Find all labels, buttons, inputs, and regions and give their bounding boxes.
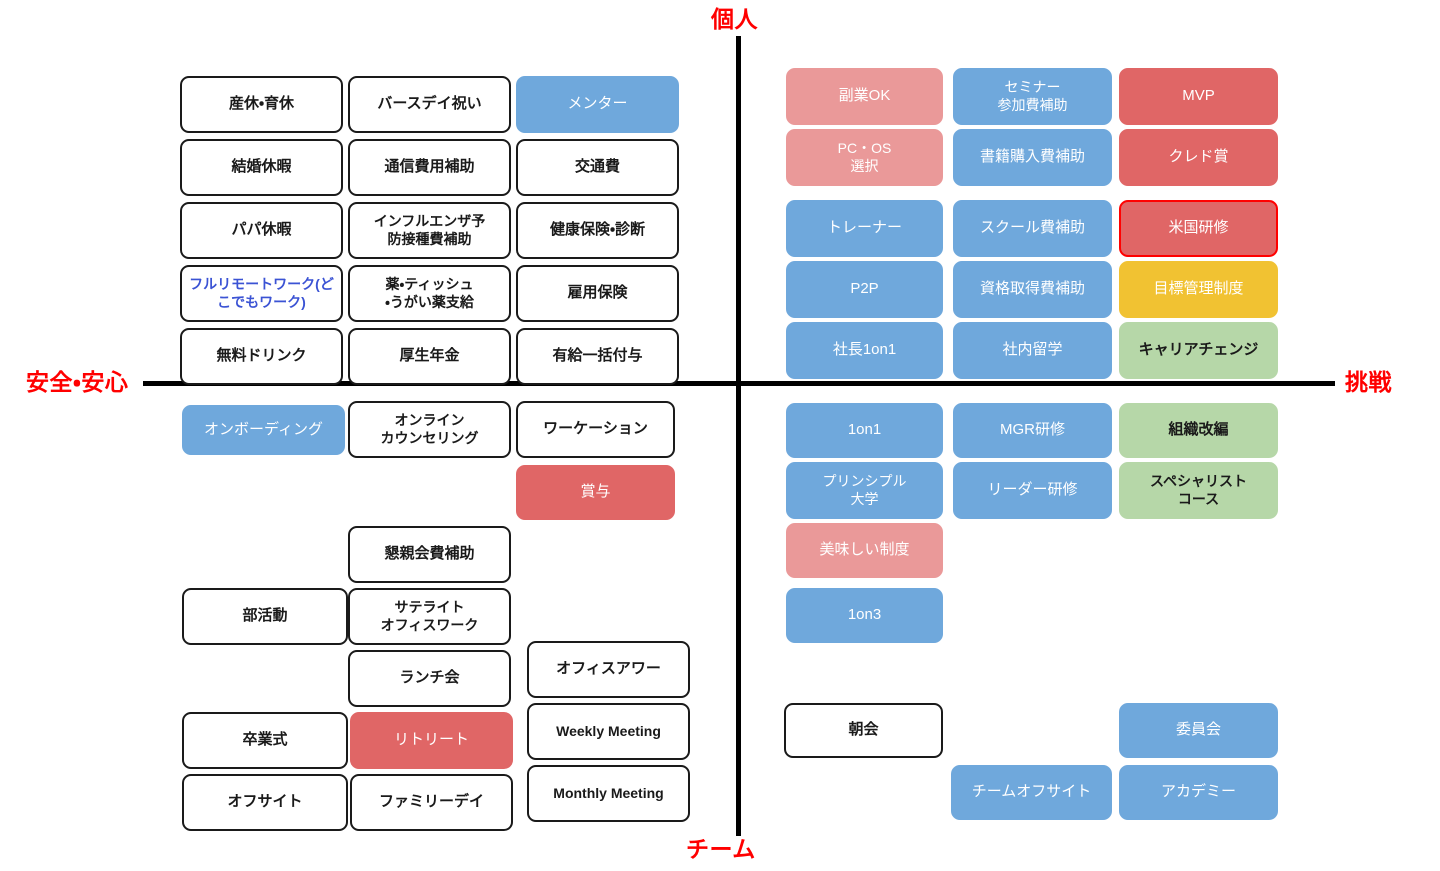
program-card[interactable]: 目標管理制度 (1119, 261, 1278, 318)
program-card[interactable]: 結婚休暇 (180, 139, 343, 196)
program-card[interactable]: フルリモートワーク(ど こでもワーク) (180, 265, 343, 322)
program-card[interactable]: オフサイト (182, 774, 348, 831)
program-card[interactable]: 有給一括付与 (516, 328, 679, 385)
program-card[interactable]: 委員会 (1119, 703, 1278, 758)
program-card[interactable]: 交通費 (516, 139, 679, 196)
axis-label-left: 安全・安心 (26, 369, 129, 395)
program-card[interactable]: 美味しい制度 (786, 523, 943, 578)
program-card[interactable]: 賞与 (516, 465, 675, 520)
program-card[interactable]: オフィスアワー (527, 641, 690, 698)
program-card[interactable]: リーダー研修 (953, 462, 1112, 519)
program-card[interactable]: ワーケーション (516, 401, 675, 458)
axis-label-right: 挑戦 (1345, 369, 1392, 395)
program-card[interactable]: 副業OK (786, 68, 943, 125)
program-card[interactable]: 厚生年金 (348, 328, 511, 385)
program-card[interactable]: 無料ドリンク (180, 328, 343, 385)
program-card[interactable]: オンライン カウンセリング (348, 401, 511, 458)
program-card[interactable]: 卒業式 (182, 712, 348, 769)
program-card[interactable]: Monthly Meeting (527, 765, 690, 822)
program-card[interactable]: トレーナー (786, 200, 943, 257)
program-card[interactable]: キャリアチェンジ (1119, 322, 1278, 379)
program-card[interactable]: ランチ会 (348, 650, 511, 707)
program-card[interactable]: Weekly Meeting (527, 703, 690, 760)
program-card[interactable]: MVP (1119, 68, 1278, 125)
vertical-axis (736, 36, 741, 836)
program-card[interactable]: 雇用保険 (516, 265, 679, 322)
program-card[interactable]: リトリート (350, 712, 513, 769)
program-card[interactable]: メンター (516, 76, 679, 133)
horizontal-axis (143, 381, 1335, 386)
program-card[interactable]: ファミリーデイ (350, 774, 513, 831)
program-card[interactable]: チームオフサイト (951, 765, 1112, 820)
program-card[interactable]: 健康保険・診断 (516, 202, 679, 259)
program-card[interactable]: バースデイ祝い (348, 76, 511, 133)
program-card[interactable]: PC・OS 選択 (786, 129, 943, 186)
program-card[interactable]: スペシャリスト コース (1119, 462, 1278, 519)
program-card[interactable]: 1on1 (786, 403, 943, 458)
program-card[interactable]: MGR研修 (953, 403, 1112, 458)
program-card[interactable]: 朝会 (784, 703, 943, 758)
axis-label-top: 個人 (711, 6, 758, 32)
program-card[interactable]: セミナー 参加費補助 (953, 68, 1112, 125)
program-card[interactable]: クレド賞 (1119, 129, 1278, 186)
program-card[interactable]: 社内留学 (953, 322, 1112, 379)
program-card[interactable]: 通信費用補助 (348, 139, 511, 196)
program-card[interactable]: 組織改編 (1119, 403, 1278, 458)
program-card[interactable]: 書籍購入費補助 (953, 129, 1112, 186)
program-card[interactable]: 薬・ティッシュ ・うがい薬支給 (348, 265, 511, 322)
program-card[interactable]: P2P (786, 261, 943, 318)
axis-label-bottom: チーム (686, 836, 756, 862)
program-card[interactable]: 懇親会費補助 (348, 526, 511, 583)
program-card[interactable]: 1on3 (786, 588, 943, 643)
program-card[interactable]: オンボーディング (182, 405, 345, 455)
program-card[interactable]: 資格取得費補助 (953, 261, 1112, 318)
program-card[interactable]: パパ休暇 (180, 202, 343, 259)
program-card[interactable]: サテライト オフィスワーク (348, 588, 511, 645)
program-card[interactable]: 産休・育休 (180, 76, 343, 133)
program-card[interactable]: インフルエンザ予 防接種費補助 (348, 202, 511, 259)
program-card[interactable]: プリンシプル 大学 (786, 462, 943, 519)
program-card[interactable]: 社長1on1 (786, 322, 943, 379)
program-card[interactable]: 米国研修 (1119, 200, 1278, 257)
program-card[interactable]: 部活動 (182, 588, 348, 645)
program-card[interactable]: スクール費補助 (953, 200, 1112, 257)
program-card[interactable]: アカデミー (1119, 765, 1278, 820)
